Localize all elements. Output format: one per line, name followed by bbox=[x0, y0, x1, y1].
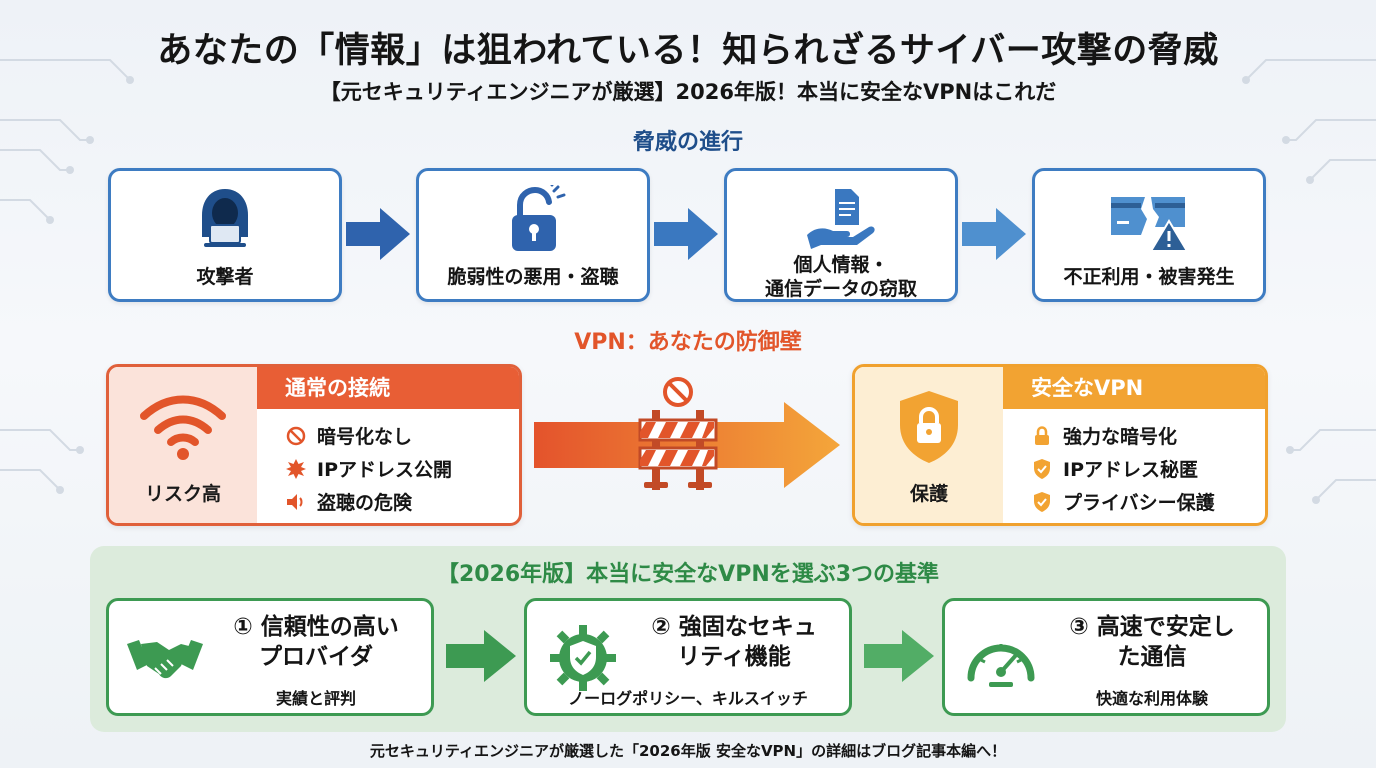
threat-step-label: 不正利用・被害発生 bbox=[1063, 266, 1235, 289]
safe-vpn-card: 保護 安全なVPN 強力な暗号化 IPアドレス秘匿 プライバシー保護 bbox=[852, 364, 1268, 526]
list-item: 暗号化なし bbox=[285, 419, 452, 452]
arrow-right-icon bbox=[446, 630, 516, 682]
threat-step-data-theft: 個人情報・ 通信データの窃取 bbox=[724, 168, 958, 302]
threat-step-label: 脆弱性の悪用・盗聴 bbox=[447, 266, 619, 289]
vpn-heading: VPN：あなたの防御壁 bbox=[574, 330, 802, 355]
threat-step-attacker: 攻撃者 bbox=[108, 168, 342, 302]
wifi-icon bbox=[109, 387, 257, 467]
prohibited-icon bbox=[285, 425, 307, 447]
criteria-desc: 実績と評判 bbox=[275, 689, 356, 708]
criteria-card-security: ② 強固なセキュ リティ機能 ノーログポリシー、キルスイッチ bbox=[524, 598, 852, 716]
list-item: IPアドレス公開 bbox=[285, 452, 452, 485]
speedometer-icon bbox=[959, 623, 1043, 693]
list-item: IPアドレス秘匿 bbox=[1031, 452, 1215, 485]
criteria-title: ② 強固なセキュ リティ機能 bbox=[651, 614, 817, 670]
criteria-title: ③ 高速で安定し た通信 bbox=[1069, 614, 1235, 670]
protection-label: 保護 bbox=[909, 483, 948, 505]
barrier-icon bbox=[638, 377, 718, 490]
threat-step-damage: 不正利用・被害発生 bbox=[1032, 168, 1266, 302]
threat-step-label: 攻撃者 bbox=[196, 266, 254, 289]
unlocked-padlock-icon bbox=[419, 183, 647, 257]
arrow-right-icon bbox=[654, 208, 718, 260]
criteria-card-provider: ① 信頼性の高い プロバイダ 実績と評判 bbox=[106, 598, 434, 716]
page-title: あなたの「情報」は狙われている！知られざるサイバー攻撃の脅威 bbox=[157, 31, 1219, 71]
shield-check-icon bbox=[1031, 458, 1053, 480]
arrow-right-icon bbox=[346, 208, 410, 260]
handshake-icon bbox=[123, 623, 207, 693]
arrow-right-icon bbox=[962, 208, 1026, 260]
burst-icon bbox=[285, 458, 307, 480]
criteria-heading: 【2026年版】本当に安全なVPNを選ぶ3つの基準 bbox=[436, 562, 940, 587]
hacker-icon bbox=[111, 183, 339, 257]
list-item: プライバシー保護 bbox=[1031, 485, 1215, 518]
gear-shield-icon bbox=[541, 623, 625, 693]
broken-card-warning-icon bbox=[1035, 183, 1263, 257]
normal-connection-header: 通常の接続 bbox=[257, 367, 519, 409]
criteria-desc: ノーログポリシー、キルスイッチ bbox=[568, 689, 808, 708]
risk-panel: リスク高 bbox=[109, 367, 257, 523]
shield-lock-icon bbox=[855, 387, 1003, 467]
protection-panel: 保護 bbox=[855, 367, 1003, 523]
safe-list: 強力な暗号化 IPアドレス秘匿 プライバシー保護 bbox=[1031, 419, 1215, 518]
threat-step-exploit: 脆弱性の悪用・盗聴 bbox=[416, 168, 650, 302]
list-item: 盗聴の危険 bbox=[285, 485, 452, 518]
shield-check-icon bbox=[1031, 491, 1053, 513]
normal-connection-card: リスク高 通常の接続 暗号化なし IPアドレス公開 盗聴の危険 bbox=[106, 364, 522, 526]
arrow-right-icon bbox=[864, 630, 934, 682]
criteria-title: ① 信頼性の高い プロバイダ bbox=[233, 614, 399, 670]
risk-list: 暗号化なし IPアドレス公開 盗聴の危険 bbox=[285, 419, 452, 518]
page-subtitle: 【元セキュリティエンジニアが厳選】2026年版！本当に安全なVPNはこれだ bbox=[319, 80, 1057, 104]
criteria-card-speed: ③ 高速で安定し た通信 快適な利用体験 bbox=[942, 598, 1270, 716]
lock-icon bbox=[1031, 425, 1053, 447]
risk-label: リスク高 bbox=[144, 483, 221, 505]
threat-step-label: 個人情報・ 通信データの窃取 bbox=[764, 254, 917, 300]
hand-document-icon bbox=[727, 183, 955, 257]
footer-note: 元セキュリティエンジニアが厳選した「2026年版 安全なVPN」の詳細はブログ記… bbox=[369, 742, 1007, 760]
connection-flow-arrow bbox=[534, 402, 840, 488]
speaker-icon bbox=[285, 491, 307, 513]
list-item: 強力な暗号化 bbox=[1031, 419, 1215, 452]
threat-heading: 脅威の進行 bbox=[632, 130, 743, 155]
criteria-desc: 快適な利用体験 bbox=[1095, 689, 1208, 708]
safe-vpn-header: 安全なVPN bbox=[1003, 367, 1265, 409]
